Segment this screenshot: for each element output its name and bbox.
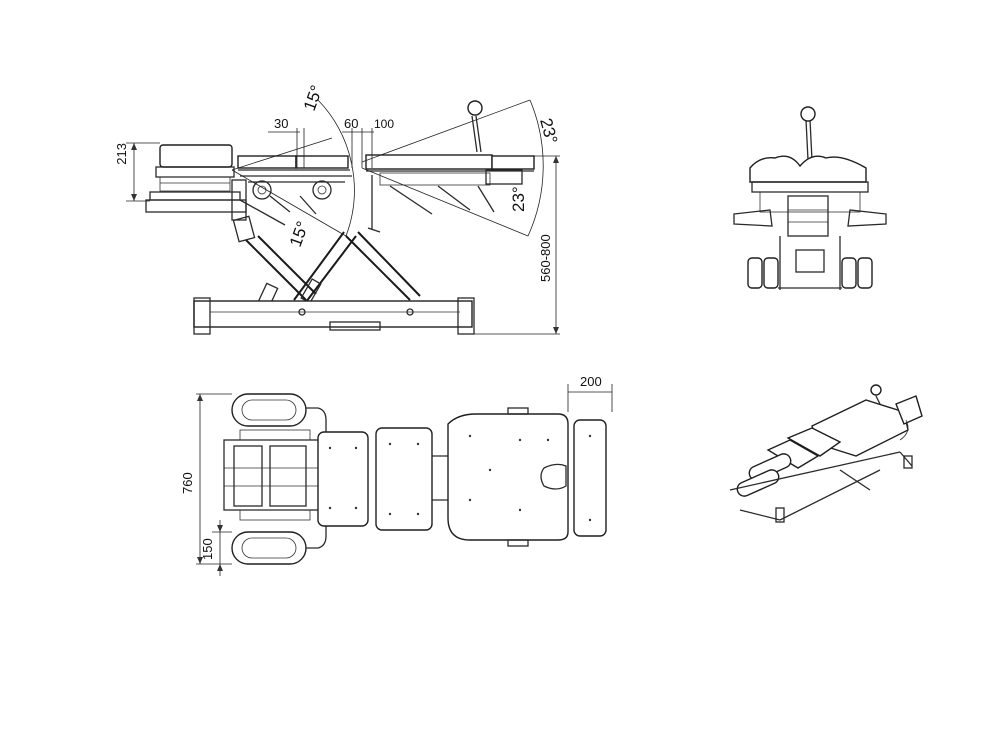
dimension-60-label: 60 (344, 116, 358, 131)
lever-knob (467, 100, 483, 116)
head-cushion (159, 144, 233, 168)
face-cutout (540, 463, 567, 490)
chest-pad-2 (375, 427, 433, 531)
front-cushions (749, 155, 867, 183)
base-frame (193, 300, 473, 328)
chest-pad-1 (317, 431, 369, 527)
pelvic-angle-down-label: 23° (509, 186, 528, 212)
extension-dimension-label: 200 (580, 374, 602, 389)
front-view (733, 106, 887, 290)
chest-cushion-1 (237, 155, 297, 169)
dimension-30-label: 30 (274, 116, 288, 131)
side-view: 213 30 60 100 15° 15° 23° 23° 560-800 (114, 83, 561, 335)
pelvic-angle-up-label: 23° (536, 116, 561, 146)
isometric-view (729, 384, 923, 523)
width-dimension-label: 760 (180, 472, 195, 494)
dimension-100-label: 100 (374, 117, 394, 131)
armrest-top (231, 393, 307, 427)
leg-extension-pad (573, 419, 607, 537)
iso-lever-knob (870, 384, 882, 396)
iso-chest-pad-1 (786, 427, 842, 457)
pelvic-cushion (365, 154, 493, 170)
armrest-dimension-label: 150 (200, 538, 215, 560)
head-angle-down-label: 15° (286, 219, 313, 250)
top-view: 760 150 200 (180, 374, 613, 576)
chest-cushion-2 (295, 155, 349, 169)
height-dimension-label: 213 (114, 143, 129, 165)
pelvic-pad (447, 413, 569, 541)
armrest-bottom (231, 531, 307, 565)
head-frame (155, 166, 235, 178)
head-angle-up-label: 15° (300, 83, 327, 114)
pad-buttons (328, 434, 592, 522)
table-height-label: 560-800 (538, 234, 553, 282)
iso-armrest-2 (736, 469, 780, 497)
leg-cushion (491, 155, 535, 170)
front-lever-knob (800, 106, 816, 122)
